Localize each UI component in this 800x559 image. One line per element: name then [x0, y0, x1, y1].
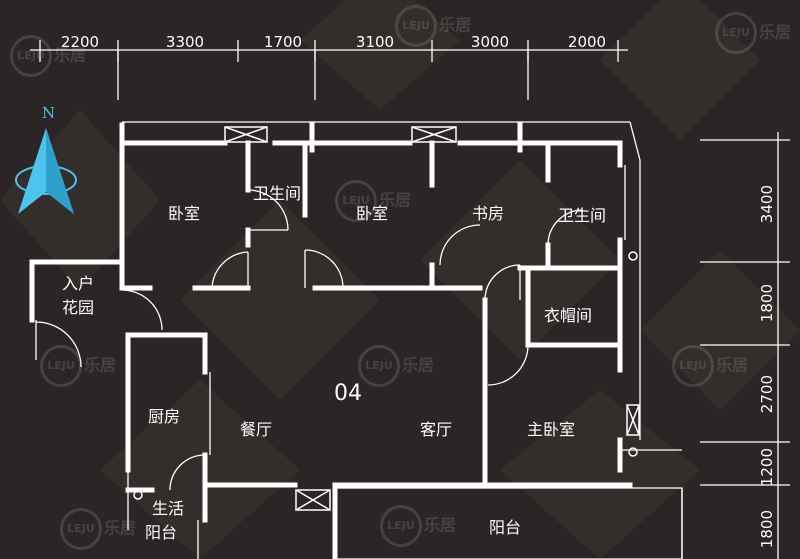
room-study: 书房 — [472, 204, 505, 223]
room-dining: 餐厅 — [240, 420, 273, 439]
room-master-bedroom: 主卧室 — [527, 420, 576, 439]
compass-north-label: N — [42, 104, 56, 122]
dim-top-1: 2200 — [60, 33, 100, 51]
room-kitchen: 厨房 — [148, 407, 181, 426]
dim-right-4: 1200 — [758, 448, 776, 487]
room-balcony: 阳台 — [489, 518, 522, 537]
dim-right-3: 2700 — [758, 375, 776, 414]
room-garden-line-2: 花园 — [62, 298, 95, 317]
dim-top-4: 3100 — [355, 33, 395, 51]
compass-icon — [15, 128, 77, 214]
dim-top-5: 3000 — [470, 33, 510, 51]
room-bedroom-1: 卧室 — [168, 204, 201, 223]
unit-number: 04 — [334, 381, 362, 406]
room-bathroom-1: 卫生间 — [253, 184, 302, 203]
dim-top-6: 2000 — [567, 33, 607, 51]
room-garden-line-1: 入户 — [62, 274, 95, 293]
dim-top-2: 3300 — [165, 33, 205, 51]
ac-units — [133, 126, 640, 511]
dim-right-2: 1800 — [758, 284, 776, 323]
room-bathroom-2: 卫生间 — [558, 206, 607, 225]
room-utility-line-1: 生活 — [152, 499, 185, 518]
room-living: 客厅 — [420, 420, 453, 439]
room-cloakroom: 衣帽间 — [544, 306, 593, 325]
door-swings — [35, 189, 584, 491]
dim-right-5: 1800 — [758, 510, 776, 549]
room-utility-line-2: 阳台 — [145, 523, 178, 542]
right-dimension-line — [700, 132, 790, 559]
dim-top-3: 1700 — [263, 33, 303, 51]
thin-lines — [35, 121, 683, 559]
dim-right-1: 3400 — [758, 185, 776, 224]
